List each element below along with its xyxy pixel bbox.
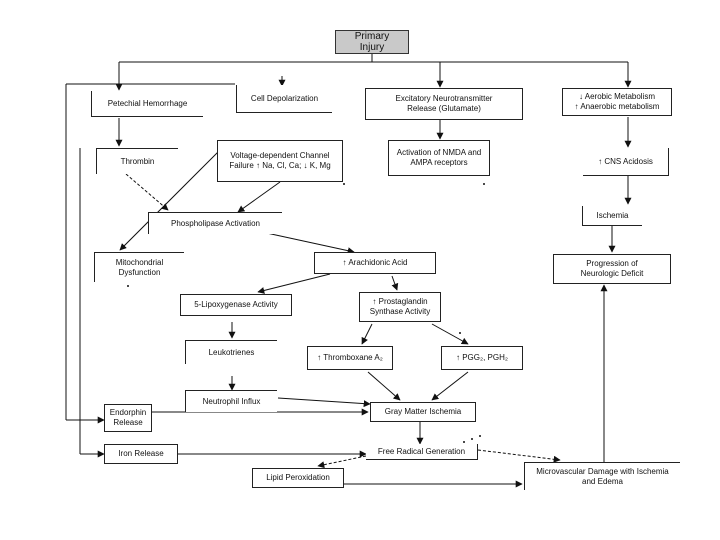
connector-pgg-to-gray — [431, 371, 469, 401]
dot-mark — [483, 183, 485, 185]
node-lipoxygenase: 5-Lipoxygenase Activity — [180, 294, 292, 316]
connector-voltage-to-phospholipase — [237, 181, 281, 213]
node-free-radical: Free Radical Generation — [366, 444, 478, 460]
node-neurologic-deficit: Progression of Neurologic Deficit — [553, 254, 671, 284]
node-excitatory-release: Excitatory Neurotransmitter Release (Glu… — [365, 88, 523, 120]
node-microvascular: Microvascular Damage with Ischemia and E… — [524, 462, 680, 490]
connector-thrombin-to-phospholipase — [125, 173, 169, 211]
connector-voltage-to-mitochondrial — [119, 151, 219, 251]
node-iron-release: Iron Release — [104, 444, 178, 464]
node-ischemia: Ischemia — [582, 206, 642, 226]
connector-free-radical-to-microvascular — [477, 449, 561, 463]
dot-mark — [463, 441, 465, 443]
node-cell-depolarization: Cell Depolarization — [236, 85, 332, 113]
node-petechial-hemorrhage: Petechial Hemorrhage — [91, 91, 203, 117]
connector-prostaglandin-to-thromboxane — [361, 323, 373, 345]
node-primary-injury: Primary Injury — [335, 30, 409, 54]
dot-mark — [127, 285, 129, 287]
node-gray-matter: Gray Matter Ischemia — [370, 402, 476, 422]
node-aerobic-metabolism: ↓ Aerobic Metabolism ↑ Anaerobic metabol… — [562, 88, 672, 116]
connector-free-radical-to-lipid — [317, 455, 367, 469]
dot-mark — [479, 435, 481, 437]
node-cns-acidosis: ↑ CNS Acidosis — [583, 148, 669, 176]
node-thrombin: Thrombin — [96, 148, 178, 174]
node-voltage-channel: Voltage-dependent Channel Failure ↑ Na, … — [217, 140, 343, 182]
node-mitochondrial: Mitochondrial Dysfunction — [94, 252, 184, 282]
node-leukotrienes: Leukotrienes — [185, 340, 277, 364]
dot-mark — [471, 438, 473, 440]
node-thromboxane: ↑ Thromboxane A₂ — [307, 346, 393, 370]
connector-arachidonic-to-lipoxygenase — [257, 273, 331, 294]
dot-mark — [343, 183, 345, 185]
node-phospholipase: Phospholipase Activation — [148, 212, 282, 234]
node-nmda-ampa: Activation of NMDA and AMPA receptors — [388, 140, 490, 176]
node-lipid-peroxidation: Lipid Peroxidation — [252, 468, 344, 488]
connector-neutrophil-to-gray — [277, 397, 371, 408]
connector-prostaglandin-to-pgg — [431, 323, 469, 345]
connector-phospholipase-to-arachidonic — [261, 231, 355, 255]
node-neutrophil-influx: Neutrophil Influx — [185, 390, 277, 412]
node-pgg-pgh: ↑ PGG₂, PGH₂ — [441, 346, 523, 370]
node-arachidonic: ↑ Arachidonic Acid — [314, 252, 436, 274]
connector-thromboxane-to-gray — [367, 371, 401, 401]
node-endorphin: Endorphin Release — [104, 404, 152, 432]
dot-mark — [459, 332, 461, 334]
node-prostaglandin: ↑ Prostaglandin Synthase Activity — [359, 292, 441, 322]
connector-arachidonic-to-prostaglandin — [391, 275, 399, 291]
